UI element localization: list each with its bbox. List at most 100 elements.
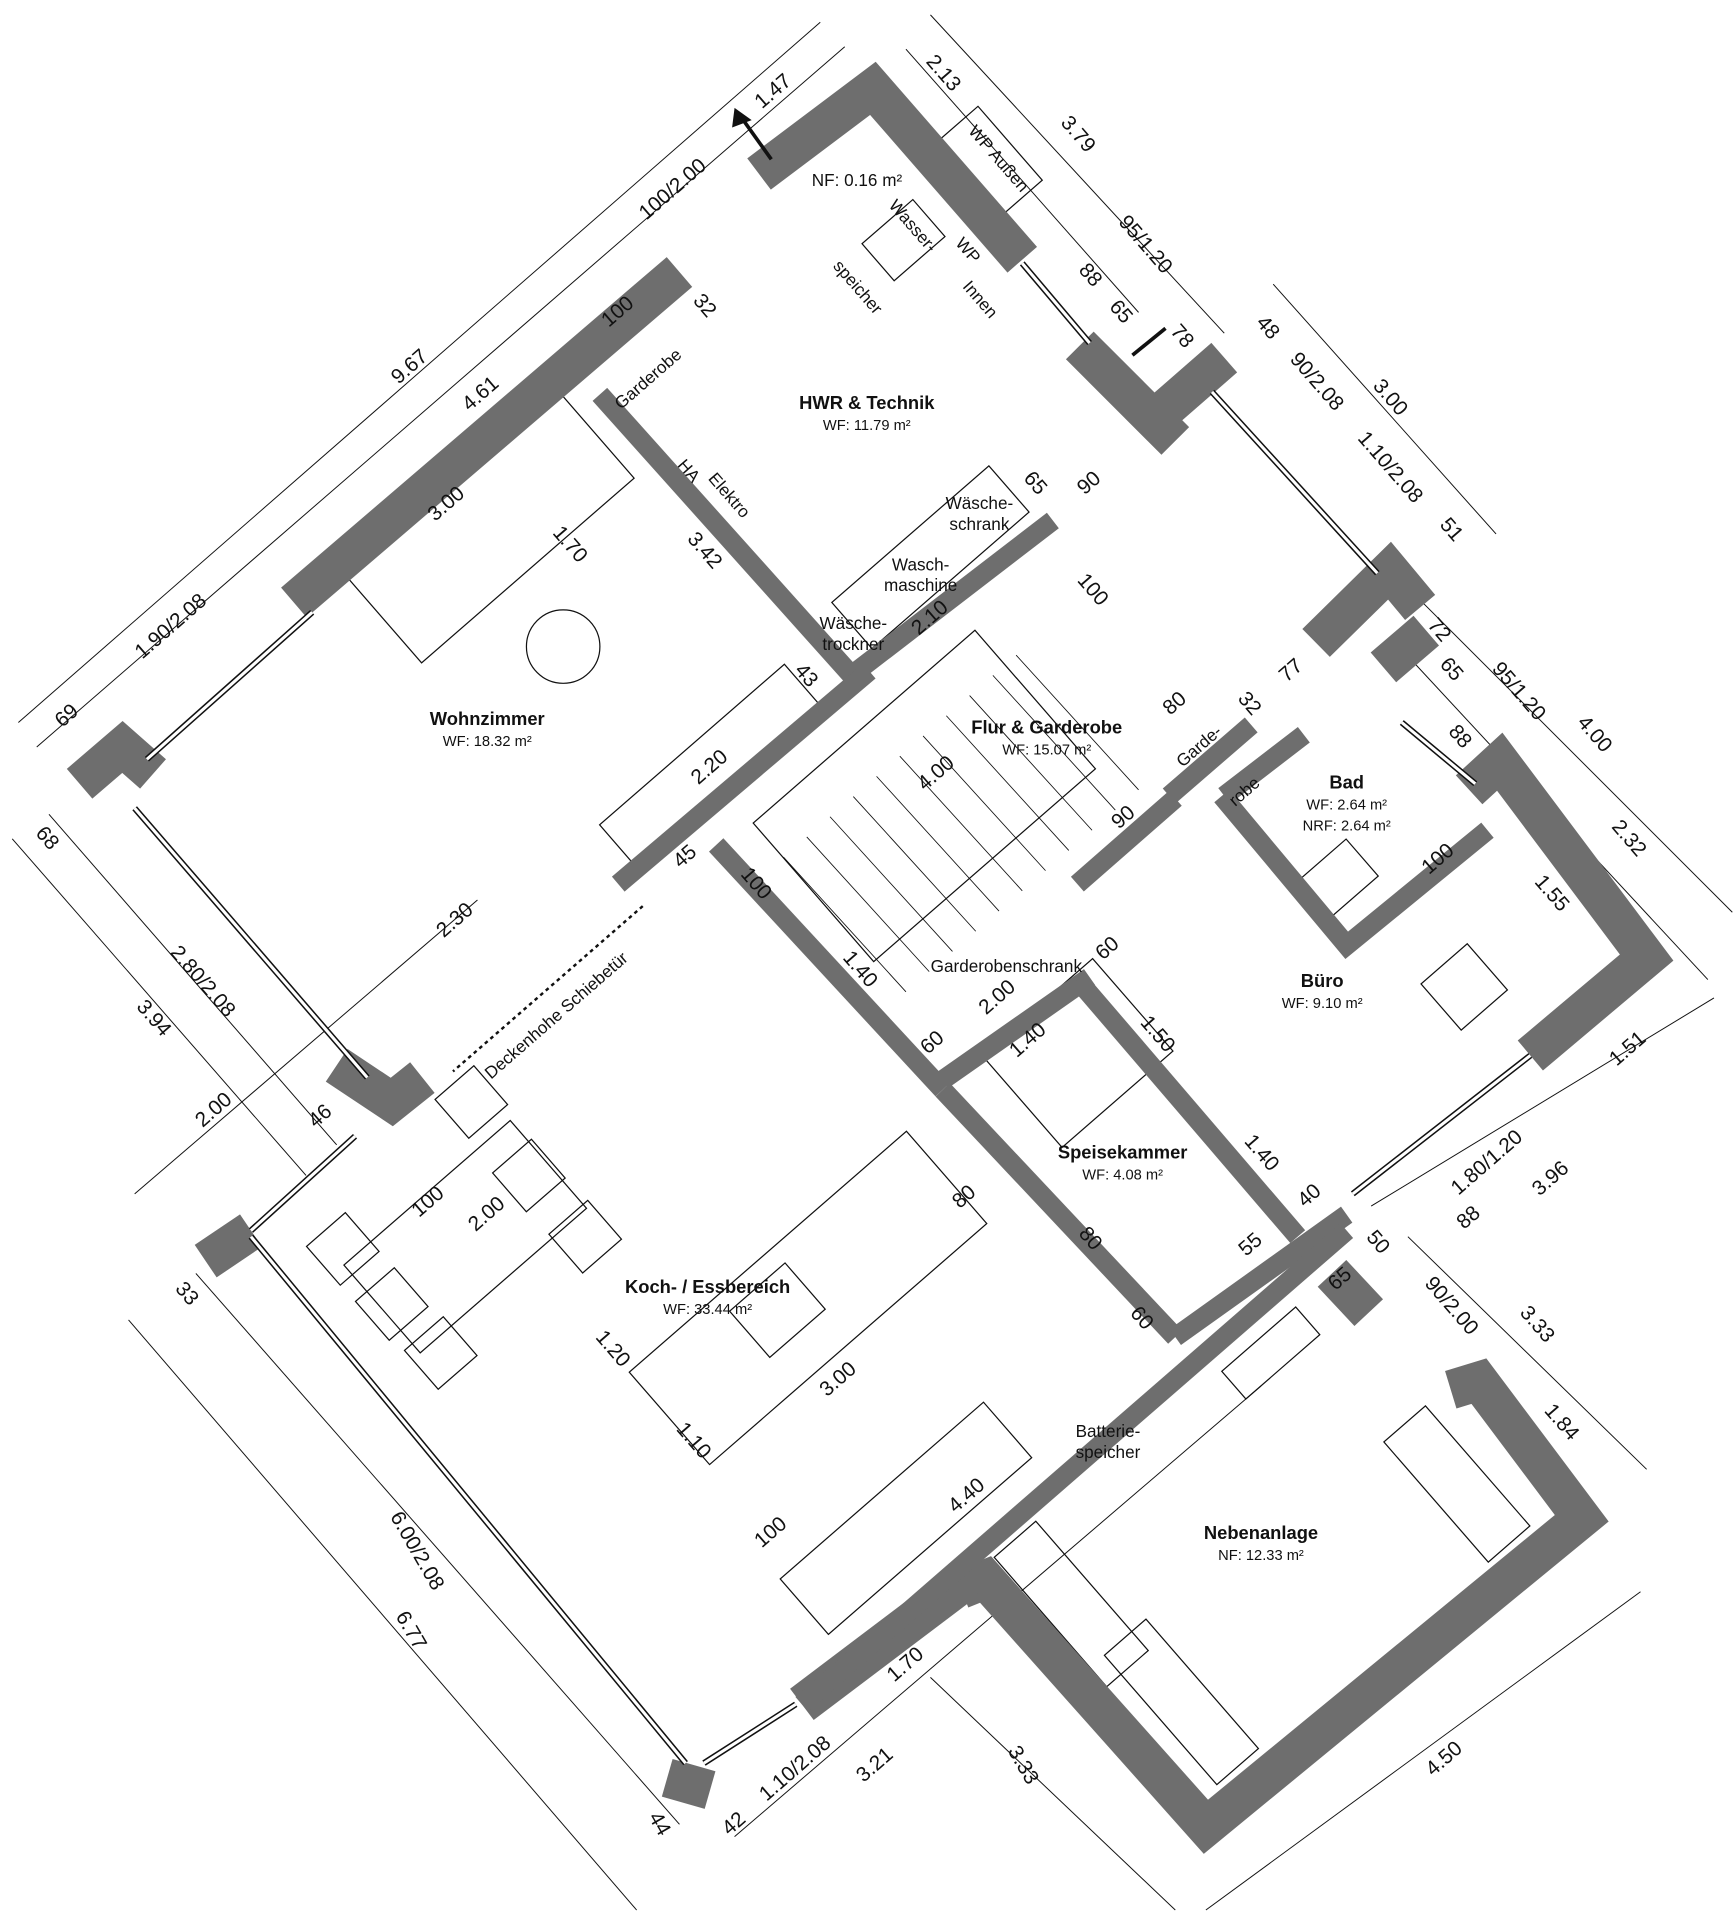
dimension-label: 43 [790,659,823,692]
exterior-wall [1144,342,1238,432]
dimension-line [36,46,846,748]
dimension-lines [11,14,1733,1911]
arrow-head-icon [732,107,752,128]
window-glass [1021,262,1091,344]
dimension-line [18,21,821,723]
exterior-wall [953,1358,1609,1854]
dimension-label: 90/2.00 [1420,1272,1483,1339]
water-tank [861,198,946,282]
dining-chair [434,1064,509,1140]
stair-step [829,816,953,952]
dimension-label: 9.67 [387,345,433,389]
dimension-label: 1.10/2.08 [1353,427,1427,508]
furniture [305,105,1531,1786]
kitchen-counter [779,1401,1033,1636]
dimension-line [1205,1591,1641,1911]
dimension-label: 80 [1158,687,1191,720]
dining-chair [305,1211,380,1287]
exterior-wall [747,61,1038,273]
dimension-label: 1.10/2.08 [755,1731,836,1805]
dimension-label: 3.33 [1003,1742,1043,1789]
dimension-line [11,838,307,1176]
dimension-label: 1.10 [672,1418,716,1464]
dimension-line [1272,283,1497,535]
fixture-label: speicher [829,256,887,318]
dimension-label: 3.79 [1056,111,1100,157]
interior-wall [709,838,950,1097]
dimension-label: 33 [171,1277,204,1310]
dimension-label: 3.00 [1368,375,1412,421]
fixture-label: Batterie- [1076,1421,1141,1441]
dimension-label: 95/1.20 [1114,211,1177,278]
fixture-label: trockner [822,634,884,654]
exterior-wall [1317,1260,1384,1326]
dimension-label: 1.70 [548,521,592,567]
dimension-line [1407,1236,1647,1470]
dimension-label: 68 [31,822,64,855]
dimension-label: 80 [948,1180,981,1213]
interior-wall [611,663,876,892]
window-glass [249,1235,687,1765]
window-glass [1400,721,1477,785]
dimension-label: 3.94 [132,995,176,1041]
dimension-label: 44 [644,1808,675,1840]
room-area: WF: 9.10 m² [1282,996,1363,1012]
room-area: WF: 15.07 m² [1002,743,1091,759]
labels: 9.674.61100/2.001.471.90/2.08693.001.701… [31,50,1651,1840]
cooktop [728,1262,827,1359]
room-name: Speisekammer [1058,1141,1188,1162]
fixture-label: Garderobenschrank [931,956,1083,976]
dimension-label: 1.47 [750,69,796,113]
dimension-label: 1.84 [1540,1399,1584,1445]
dimension-label: 78 [1166,320,1199,353]
bench [1103,1618,1260,1786]
dimension-line [930,14,1225,334]
dimension-label: 4.50 [1421,1737,1467,1781]
dimension-label: 6.77 [391,1607,431,1654]
fixture-label: Innen [959,276,1002,321]
room-area: WF: 18.32 m² [443,734,532,750]
laundry-appliances [830,464,1030,650]
exterior-wall [194,1214,262,1278]
dimension-label: 1.20 [591,1326,635,1372]
dimension-label: 55 [1234,1228,1267,1261]
dining-chair [491,1138,567,1213]
interior-wall [1070,791,1182,892]
dimension-label: 2.80/2.08 [166,941,240,1022]
dimension-label: 48 [1252,311,1285,344]
fixture-label: Garderobe [610,344,685,413]
interior-wall [1169,1206,1353,1346]
fixture-label: Wasch- [892,554,949,574]
interior-wall [935,1083,1183,1344]
dimension-label: 3.33 [1515,1301,1559,1347]
window-glass [1210,390,1379,575]
fixture-label: maschine [884,575,957,595]
window-glass [1351,1054,1532,1196]
stair-step [969,695,1093,831]
dimension-line [128,1319,637,1911]
dimension-label: 3.00 [815,1357,861,1401]
dimension-label: 100 [407,1182,448,1222]
dimension-line [48,813,338,1146]
room-area: WF: 4.08 m² [1082,1167,1163,1183]
fixture-label: Deckenhohe Schiebetür [481,948,632,1083]
interior-wall [1162,717,1258,804]
exterior-wall [1455,732,1674,1071]
battery-unit [1220,1306,1321,1400]
interior-wall [795,1223,1354,1712]
dimension-line [195,1273,680,1825]
dimension-label: 50 [1362,1226,1395,1259]
room-name: Flur & Garderobe [971,716,1122,737]
room-name: Koch- / Essbereich [625,1276,790,1297]
round-table [525,609,601,684]
dimension-label: 88 [1074,259,1107,292]
dimension-label: 4.00 [913,751,959,795]
stair-step [992,675,1116,811]
dimension-label: 60 [1091,932,1124,965]
room-area: WF: 2.64 m² [1306,798,1387,814]
dimension-label: 2.00 [974,975,1020,1019]
fixture-label: Wasser- [885,195,941,256]
room-area: NF: 12.33 m² [1218,1548,1304,1564]
dining-chair [403,1315,478,1391]
entrance-arrow-icon [739,115,773,161]
